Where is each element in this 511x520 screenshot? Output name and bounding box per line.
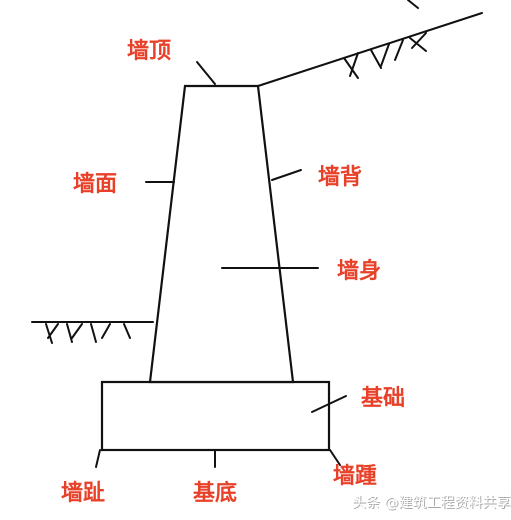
- leader-foundation: [311, 395, 347, 413]
- label-wall-back: 墙背: [318, 165, 362, 190]
- label-wall-toe: 墙趾: [61, 481, 105, 506]
- leader-lines: [95, 61, 347, 468]
- label-wall-heel: 墙踵: [333, 464, 377, 489]
- label-wall-face: 墙面: [73, 172, 117, 197]
- foundation-block: [100, 380, 331, 452]
- leader-wall-top: [196, 61, 216, 85]
- toe-ground: [31, 321, 154, 344]
- label-wall-body: 墙身: [337, 258, 381, 284]
- label-wall-top: 墙顶: [127, 39, 171, 64]
- label-foundation: 基础: [361, 386, 405, 411]
- label-base: 基底: [193, 480, 237, 506]
- wall-body-shape: [148, 84, 295, 384]
- watermark-shadow: 头条 @建筑工程资料共享: [353, 495, 511, 512]
- watermark-text: 头条 @建筑工程资料共享: [352, 494, 510, 511]
- leader-wall-heel: [329, 449, 341, 466]
- leader-wall-back: [271, 169, 302, 181]
- leader-wall-toe: [95, 449, 101, 468]
- backfill-slope: [257, 0, 483, 87]
